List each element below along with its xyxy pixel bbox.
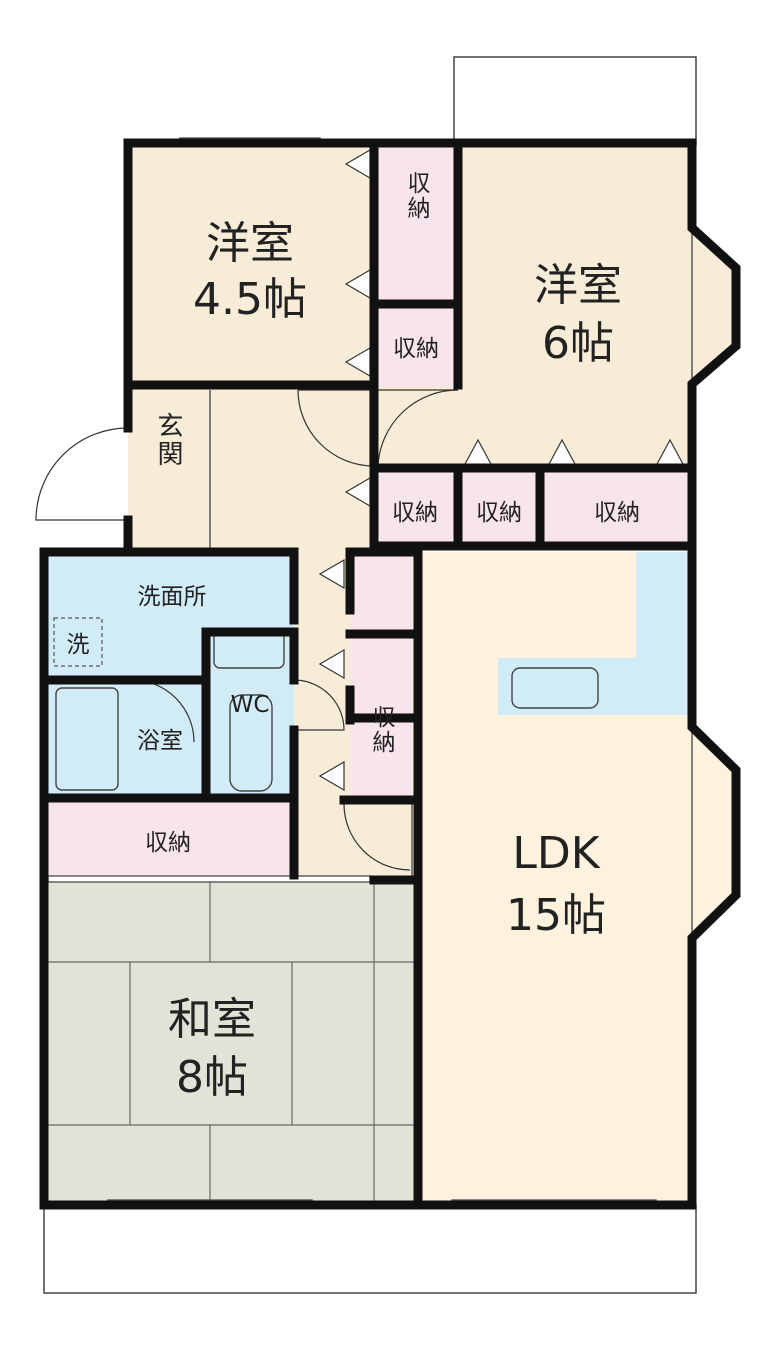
room-size-japanese: 8帖 [176, 1052, 248, 1103]
tatami-lines [44, 880, 414, 1205]
storage-label-h1: 収納 [392, 500, 438, 526]
storage-label-j: 収納 [145, 830, 191, 856]
room-name-entrance: 玄関 [153, 412, 183, 468]
room-name-washer: 洗 [67, 632, 90, 658]
storage-h2 [460, 470, 538, 546]
wash-basin [213, 631, 285, 669]
storage-h1 [374, 470, 456, 546]
storage-label-c3: 収納 [368, 705, 396, 755]
room-name-toilet: WC [231, 692, 270, 718]
japanese-room-floor [44, 880, 414, 1205]
room-name-ldk: LDK [512, 828, 600, 879]
walls [39, 138, 741, 1210]
closet-door-marks [318, 148, 686, 792]
storage-label-w1: 収納 [403, 171, 431, 221]
storage-j [44, 802, 292, 878]
room-size-western-a: 4.5帖 [193, 274, 307, 325]
toilet-fixture [229, 694, 273, 792]
western-room-b-floor [458, 143, 692, 468]
storage-c1 [350, 552, 412, 632]
kitchen-sink [511, 667, 599, 709]
room-name-western-b: 洋室 [534, 260, 622, 311]
ldk-bay [692, 727, 736, 938]
storage-c2 [350, 636, 412, 716]
room-name-japanese: 和室 [168, 994, 256, 1045]
storage-w1 [376, 147, 456, 302]
storage-label-w2: 収納 [393, 336, 439, 362]
room-size-western-b: 6帖 [542, 318, 614, 369]
storage-w2 [376, 306, 456, 386]
storage-c3 [350, 720, 412, 798]
balcony-top [453, 56, 697, 146]
western-room-b-bay [692, 228, 736, 384]
washer-space [53, 617, 103, 667]
room-name-washroom: 洗面所 [138, 584, 207, 610]
balcony-bottom [43, 1204, 697, 1294]
room-size-ldk: 15帖 [506, 890, 606, 941]
room-name-bathroom: 浴室 [137, 728, 183, 754]
storage-label-h2: 収納 [476, 500, 522, 526]
storage-h3 [542, 470, 692, 546]
room-name-western-a: 洋室 [206, 218, 294, 269]
storage-label-h3: 収納 [594, 500, 640, 526]
bathtub [55, 687, 119, 791]
western-room-a-floor [128, 143, 374, 385]
